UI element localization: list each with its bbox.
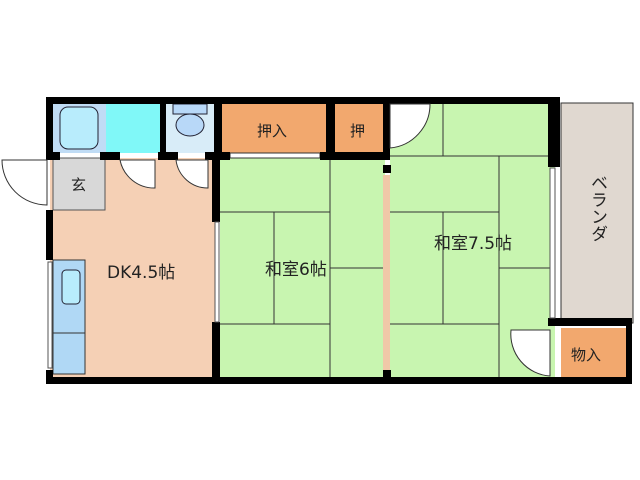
closet-rail [229,152,321,159]
oshiire-2-label: 押 [350,122,365,140]
washitsu-6-label: 和室6帖 [265,260,327,280]
oshiire-1-label: 押入 [257,122,287,140]
walls [46,97,632,384]
toilet-bowl-icon [175,113,205,137]
washitsu-7-5-label: 和室7.5帖 [434,234,512,254]
tatami-lines-7-5 [390,103,555,380]
windows [47,167,556,369]
tatami-lines-6 [220,158,383,380]
veranda-label: ベランダ [587,174,607,242]
genkan-floor [52,157,106,211]
veranda-floor [560,102,634,324]
toilet-tank-icon [172,103,208,115]
bathtub-icon [59,106,99,150]
fusuma-strip [383,175,390,375]
monoire-floor [561,328,631,378]
oshiire-1-floor [222,103,326,153]
washroom-floor [106,103,160,153]
monoire-label: 物入 [571,346,601,364]
genkan-label: 玄 [71,176,86,194]
door-arcs [1,103,551,377]
oshiire-2-floor [335,103,383,153]
sink-icon [61,269,81,305]
dk-label: DK4.5帖 [107,263,175,283]
washitsu-6-floor [220,158,385,380]
